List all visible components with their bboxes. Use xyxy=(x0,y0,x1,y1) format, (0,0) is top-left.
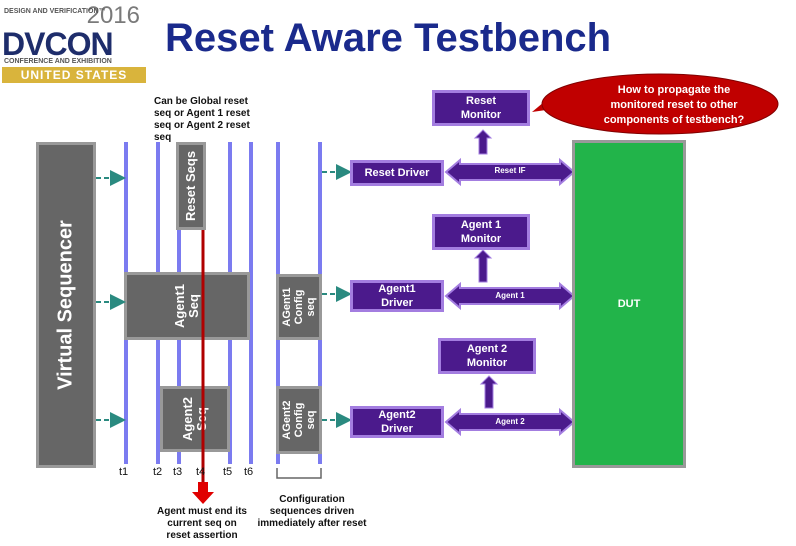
time-label-t1: t1 xyxy=(119,466,129,478)
agent1-if-label: Agent 1 xyxy=(495,291,525,300)
logo-region: UNITED STATES xyxy=(2,67,146,83)
agent2-if-label: Agent 2 xyxy=(495,417,525,426)
note-line: current seq on xyxy=(167,518,237,529)
label-line: Agent 1 xyxy=(460,219,502,231)
callout: How to propagate the monitored reset to … xyxy=(534,76,780,134)
reset-seq-note: Can be Global reset seq or Agent 1 reset… xyxy=(154,96,250,144)
note-line: seq xyxy=(154,132,172,143)
callout-line: How to propagate the xyxy=(617,84,731,96)
timeline-t6 xyxy=(249,142,253,464)
virtual-sequencer: Virtual Sequencer xyxy=(36,142,96,468)
time-label-t4: t4 xyxy=(196,466,206,478)
reset-if-label: Reset IF xyxy=(494,166,526,175)
note-line: Agent must end its xyxy=(156,506,247,517)
time-label-t5: t5 xyxy=(223,466,233,478)
note-line: Configuration xyxy=(279,494,345,505)
slide-title: Reset Aware Testbench xyxy=(165,16,612,60)
reset-monitor-arrow xyxy=(473,129,493,155)
time-label-t6: t6 xyxy=(244,466,254,478)
reset-monitor: Reset Monitor xyxy=(432,90,530,126)
label-line: Driver xyxy=(381,297,413,309)
agent2-monitor: Agent 2 Monitor xyxy=(438,338,536,374)
callout-text: How to propagate the monitored reset to … xyxy=(574,83,774,128)
note-line: immediately after reset xyxy=(257,518,367,529)
config-seq-note: Configuration sequences driven immediate… xyxy=(252,494,372,530)
callout-line: monitored reset to other xyxy=(610,99,738,111)
note-line: Can be Global reset xyxy=(154,96,248,107)
agent2-seq-block: Agent2Seq xyxy=(160,386,230,452)
label-line: Monitor xyxy=(466,357,508,369)
note-line: seq or Agent 1 reset xyxy=(154,108,250,119)
label-line: Agent2 xyxy=(378,409,416,421)
time-label-t2: t2 xyxy=(153,466,163,478)
agent1-driver: Agent1 Driver xyxy=(350,280,444,312)
agent2-driver: Agent2 Driver xyxy=(350,406,444,438)
agent-end-seq-note: Agent must end its current seq on reset … xyxy=(150,506,254,542)
dut-block: DUT xyxy=(572,140,686,468)
callout-line: components of testbench? xyxy=(603,114,745,126)
note-line: sequences driven xyxy=(269,506,355,517)
label-line: Agent1 xyxy=(378,283,416,295)
reset-seqs-block: Reset Seqs xyxy=(176,142,206,230)
dvcon-logo: 2016 DESIGN AND VERIFICATION™ DVCON CONF… xyxy=(0,0,150,86)
logo-year: 2016 xyxy=(86,2,140,29)
note-line: reset assertion xyxy=(166,530,238,541)
reset-driver: Reset Driver xyxy=(350,160,444,186)
agent1-monitor-arrow xyxy=(473,249,493,283)
time-label-t3: t3 xyxy=(173,466,183,478)
label-line: Agent 2 xyxy=(466,343,508,355)
logo-tagline: DESIGN AND VERIFICATION™ xyxy=(4,8,106,15)
label-line: Driver xyxy=(381,423,413,435)
label-line: Reset xyxy=(466,95,496,107)
logo-subline: CONFERENCE AND EXHIBITION xyxy=(4,58,112,65)
reset-assertion-arrowhead xyxy=(192,482,214,504)
logo-brand: DVCON xyxy=(2,26,114,62)
label-line: Monitor xyxy=(460,233,502,245)
note-line: seq or Agent 2 reset xyxy=(154,120,250,131)
agent2-monitor-arrow xyxy=(479,375,499,409)
callout-bubble xyxy=(541,73,779,135)
label-line: Monitor xyxy=(460,109,502,121)
agent1-monitor: Agent 1 Monitor xyxy=(432,214,530,250)
config-bracket xyxy=(276,468,322,479)
